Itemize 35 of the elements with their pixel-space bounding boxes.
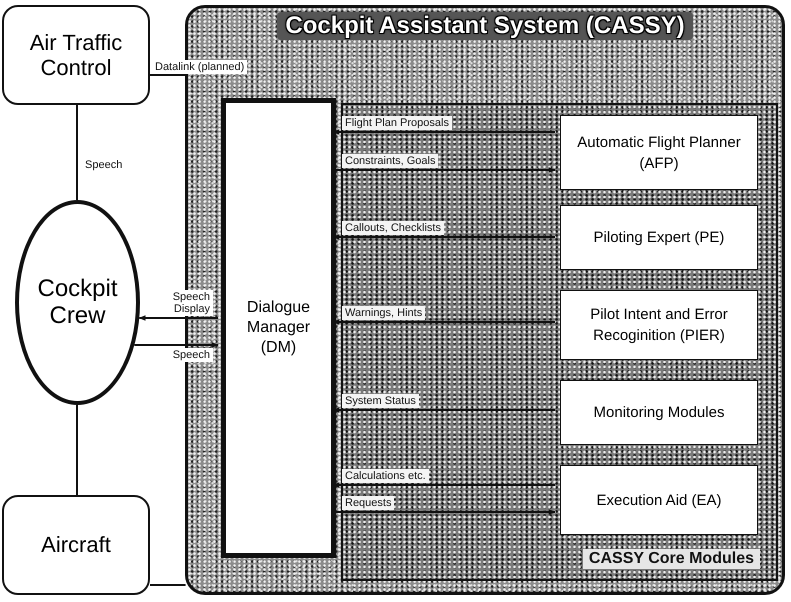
- edge-label: Flight Plan Proposals: [342, 116, 452, 130]
- node-label: Execution Aid (EA): [596, 490, 722, 510]
- connector-line: [150, 584, 186, 586]
- node-label: Piloting Expert (PE): [594, 228, 724, 248]
- arrow: [138, 315, 218, 321]
- process-box: [221, 98, 336, 558]
- process-box: [2, 495, 150, 595]
- edge-label: Callouts, Checklists: [342, 221, 444, 236]
- edge-label: Warnings, Hints: [342, 306, 426, 320]
- arrow: [134, 342, 219, 348]
- arrow: [333, 509, 556, 515]
- module-box: [560, 115, 758, 190]
- modules-panel: [341, 103, 778, 581]
- module-box: [560, 380, 758, 445]
- node-label: Cockpit Crew: [36, 276, 119, 329]
- arrow: [333, 167, 556, 173]
- node-label: Air Traffic Control: [28, 30, 124, 80]
- module-box: [560, 205, 758, 270]
- node-label: Monitoring Modules: [594, 403, 724, 423]
- edge-label: Requests: [342, 496, 394, 510]
- process-box: [2, 5, 150, 105]
- panel-label: CASSY Core Modules: [582, 549, 760, 569]
- edge-label: Calculations etc.: [342, 469, 429, 484]
- panel-title: Cockpit Assistant System (CASSY): [277, 12, 693, 40]
- connector-line: [150, 74, 185, 76]
- node-label: Aircraft: [41, 532, 111, 558]
- node-label: Pilot Intent and Error Recoginition (PIER): [589, 305, 729, 346]
- node-label: Automatic Flight Planner (AFP): [576, 132, 742, 174]
- edge-label: System Status: [342, 394, 419, 408]
- edge-label: Constraints, Goals: [342, 154, 438, 168]
- connector-line: [76, 405, 78, 495]
- module-box: [560, 465, 758, 535]
- connector-line: [76, 105, 78, 200]
- module-box: [560, 290, 758, 360]
- node-label: Dialogue Manager (DM): [246, 298, 312, 358]
